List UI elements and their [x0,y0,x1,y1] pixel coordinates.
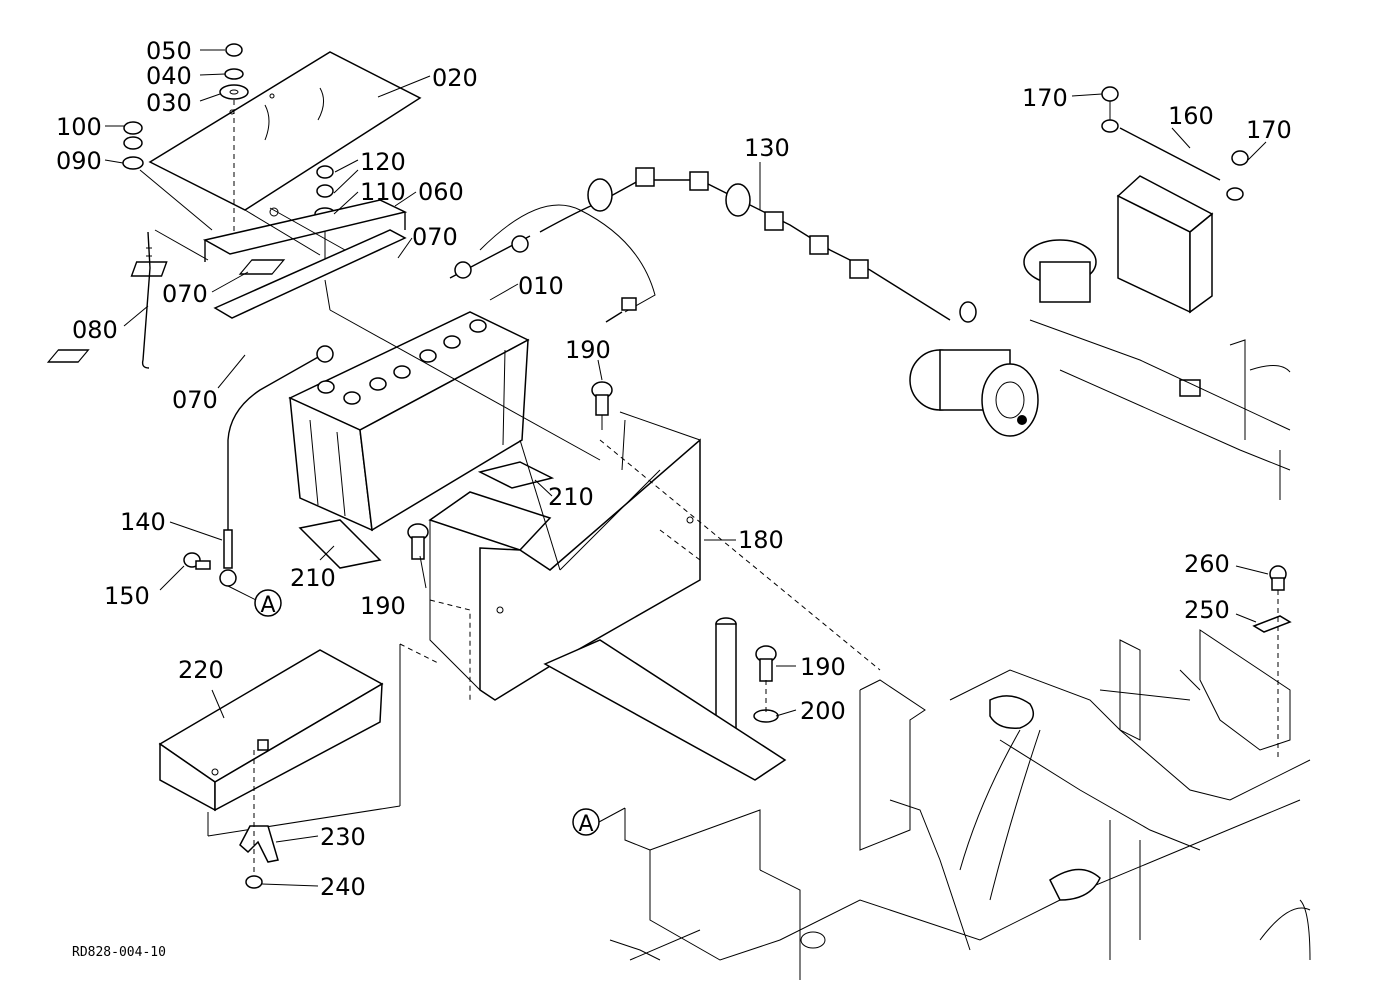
view-marker-label: A [260,593,275,618]
callout-080: 080 [72,316,118,344]
callout-130: 130 [744,134,790,162]
callout-070: 070 [172,386,218,414]
callout-200: 200 [800,697,846,725]
callout-150: 150 [104,582,150,610]
callout-170: 170 [1246,116,1292,144]
callout-040: 040 [146,62,192,90]
assembly-lines [154,209,661,571]
callout-100: 100 [56,113,102,141]
hook-bolt [141,231,152,369]
clamp-nut [239,750,279,889]
battery-stay [428,411,701,701]
battery [288,311,530,532]
view-marker-label: A [578,812,593,837]
battery-cover-plate [148,51,422,211]
callout-250: 250 [1184,596,1230,624]
callout-020: 020 [432,64,478,92]
chassis [399,439,1311,980]
callout-120: 120 [360,148,406,176]
bracket-bolt [1252,565,1292,760]
callout-060: 060 [418,178,464,206]
mounting-plate [543,639,787,781]
bolt-set [407,381,779,723]
nut-pair [122,121,213,231]
machine-frame-right [1023,239,1291,500]
callout-260: 260 [1184,550,1230,578]
battery-cable [449,167,951,323]
rubber-pad [238,259,286,275]
callout-170: 170 [1022,84,1068,112]
callout-190: 190 [360,592,406,620]
callout-220: 220 [178,656,224,684]
callout-210: 210 [548,483,594,511]
callout-240: 240 [320,873,366,901]
callout-010: 010 [518,272,564,300]
callout-190: 190 [800,653,846,681]
nut-washer-stack [219,43,249,240]
callout-160: 160 [1168,102,1214,130]
callout-030: 030 [146,89,192,117]
callout-070: 070 [162,280,208,308]
callout-180: 180 [738,526,784,554]
callout-110: 110 [360,178,406,206]
rubber-pad [46,349,90,363]
callout-140: 140 [120,508,166,536]
relay-box [1116,175,1214,397]
rubber-pad [130,261,168,277]
callout-210: 210 [290,564,336,592]
drawing-number: RD828-004-10 [72,945,166,960]
bolt [183,552,211,570]
callout-070: 070 [412,223,458,251]
battery-pad [298,519,382,569]
relay-lead [1101,86,1249,201]
hold-down-bracket [202,199,408,319]
earth-cable [219,345,334,587]
view-marker-circles [227,585,626,836]
callout-leaders [104,49,1269,887]
tool-box [158,644,401,837]
battery-pad [477,461,555,489]
callout-230: 230 [320,823,366,851]
callout-090: 090 [56,147,102,175]
callout-190: 190 [565,336,611,364]
starter-motor [909,301,1039,437]
callout-050: 050 [146,37,192,65]
